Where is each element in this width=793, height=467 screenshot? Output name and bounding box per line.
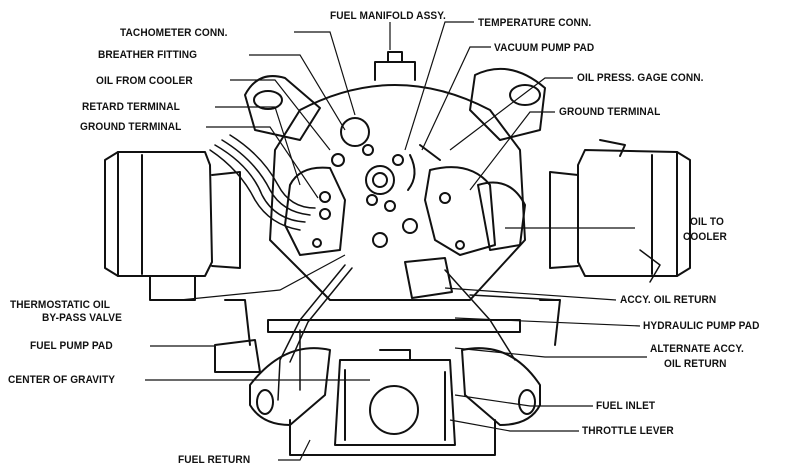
label-oil-from-cooler: OIL FROM COOLER [96,75,193,87]
leader-lines [145,21,647,461]
label-ground-terminal-left: GROUND TERMINAL [80,121,182,133]
left-cylinder-bank [104,151,241,301]
label-oil-to-cooler-1: OIL TO [690,216,724,228]
label-ground-terminal-right: GROUND TERMINAL [559,106,661,118]
label-center-of-gravity: CENTER OF GRAVITY [8,374,116,386]
oil-cooler-boss [477,181,526,251]
label-thermostatic-2: BY-PASS VALVE [42,312,122,324]
label-vacuum-pump: VACUUM PUMP PAD [494,42,595,54]
crankcase-outline [269,51,526,301]
lower-housing [214,299,561,456]
label-breather: BREATHER FITTING [98,49,198,61]
label-retard-terminal: RETARD TERMINAL [82,101,180,113]
label-tachometer: TACHOMETER CONN. [120,27,228,39]
carburetor [334,349,456,446]
label-throttle-lever: THROTTLE LEVER [582,425,674,437]
label-thermostatic-1: THERMOSTATIC OIL [10,299,111,311]
label-oil-to-cooler-2: COOLER [683,231,727,243]
hydraulic-pad [404,257,453,299]
label-hydraulic-pump: HYDRAULIC PUMP PAD [643,320,760,332]
right-upper-lobe [469,67,546,141]
label-oil-press: OIL PRESS. GAGE CONN. [577,72,704,84]
right-cylinder-bank [549,139,691,277]
label-fuel-pump-pad: FUEL PUMP PAD [30,340,113,352]
label-alternate-2: OIL RETURN [664,358,727,370]
label-alternate-1: ALTERNATE ACCY. [650,343,744,355]
label-fuel-inlet: FUEL INLET [596,400,656,412]
left-upper-lobe [244,75,321,141]
magneto-right [424,166,496,256]
label-accy-oil-return: ACCY. OIL RETURN [620,294,717,306]
accessory-center [331,117,441,248]
label-fuel-return: FUEL RETURN [178,454,251,466]
label-temperature: TEMPERATURE CONN. [478,17,592,29]
magneto-left [284,166,346,256]
label-fuel-manifold: FUEL MANIFOLD ASSY. [330,10,446,22]
